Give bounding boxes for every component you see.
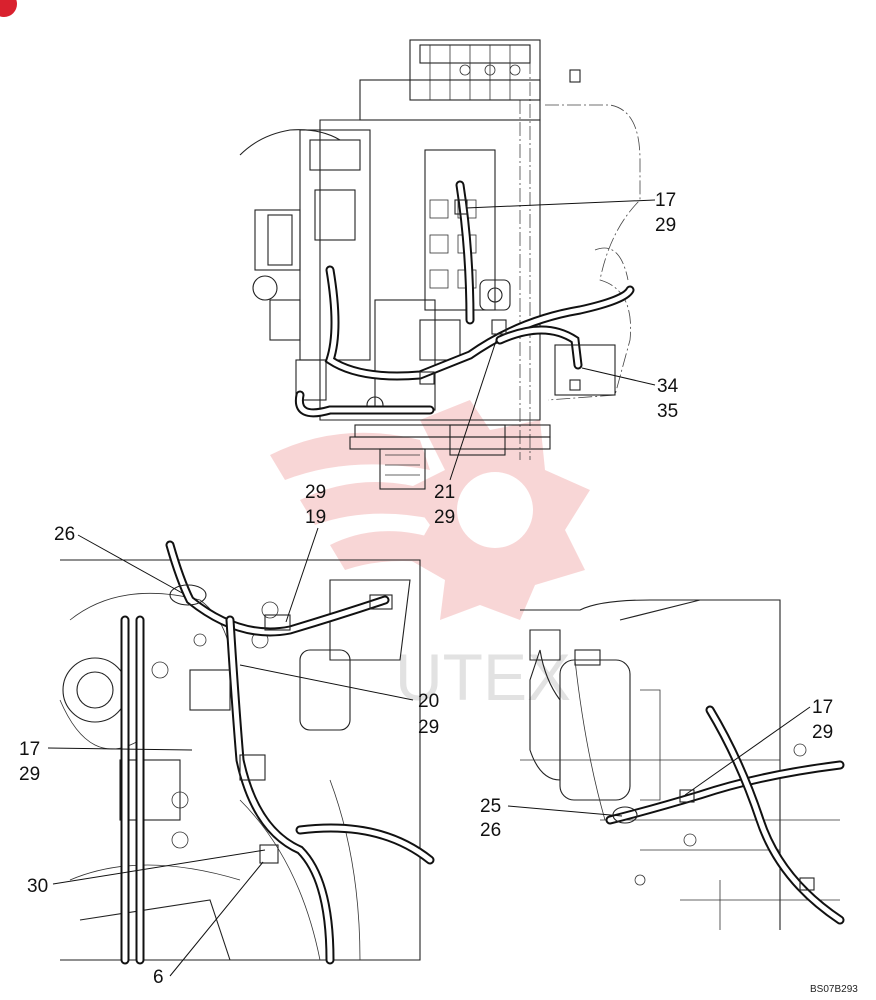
callout-34: 34 [657,376,679,397]
callout-29-right: 29 [812,722,833,743]
callout-6: 6 [153,967,164,988]
callout-26-left: 26 [54,524,75,545]
callout-leaders [47,199,811,977]
corner-mark [0,0,17,17]
callout-17-top: 17 [655,190,676,211]
watermark-text: UTEX [395,640,571,714]
callout-20: 20 [418,691,439,712]
callout-30: 30 [27,876,48,897]
callout-25: 25 [480,796,501,817]
engine-top-view [239,39,641,490]
callout-29-under-20: 29 [418,717,439,738]
callout-17-right: 17 [812,697,833,718]
callout-26-right: 26 [480,820,501,841]
callout-35: 35 [657,401,678,422]
callout-19: 19 [305,507,326,528]
callout-21: 21 [434,482,455,503]
callout-29-under-21: 29 [434,507,455,528]
callout-29-above-19: 29 [305,482,326,503]
callout-29-top: 29 [655,215,676,236]
callout-17-left: 17 [19,739,40,760]
callout-29-left: 29 [19,764,40,785]
engine-left-detail-view [59,540,435,965]
drawing-code: BS07B293 [810,984,858,995]
radiator-right-detail-view [520,599,845,930]
